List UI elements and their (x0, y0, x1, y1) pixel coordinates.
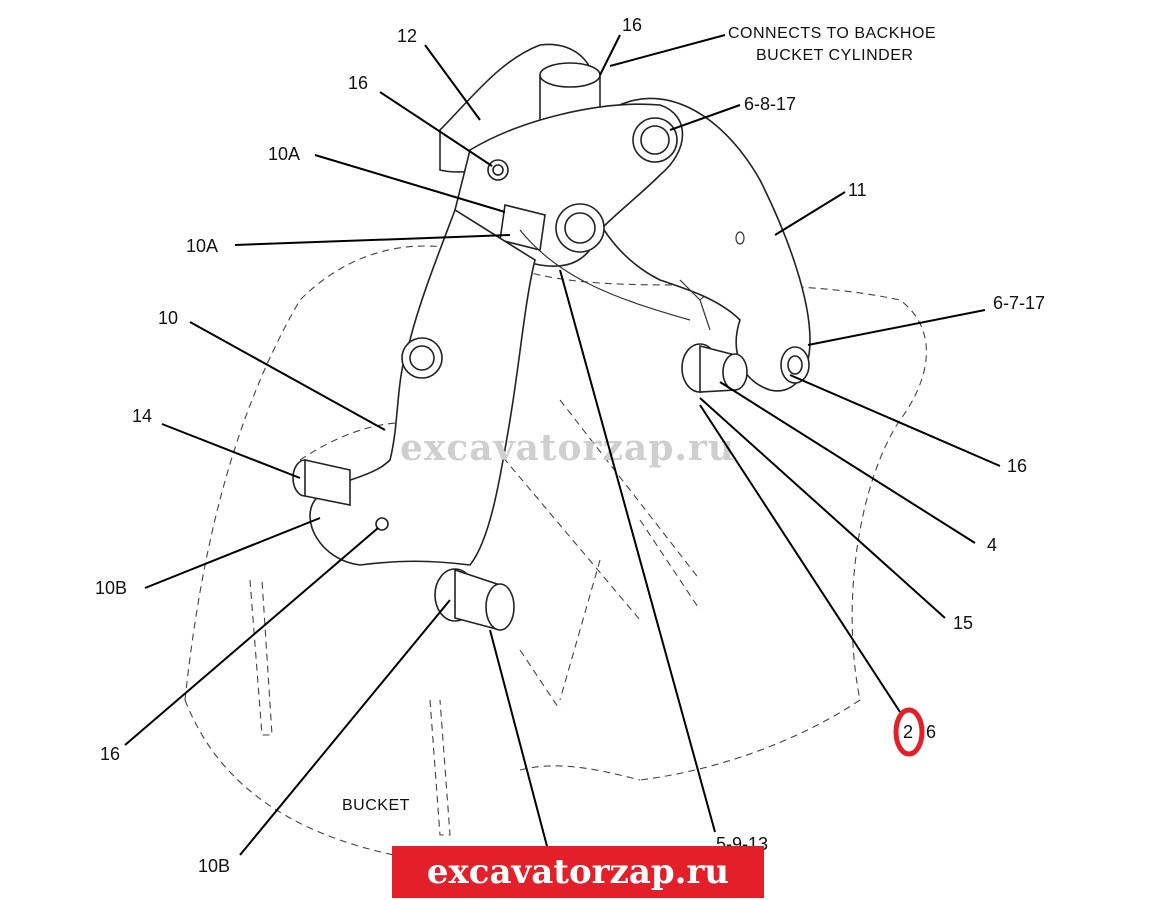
leader-12 (424, 44, 481, 121)
callout-10b-left: 10B (95, 578, 127, 598)
leader-10b-bottom (239, 599, 451, 856)
callout-11: 11 (848, 180, 867, 200)
leader-16-right (789, 374, 1001, 467)
callout-12: 12 (397, 26, 417, 46)
leader-15 (699, 397, 946, 619)
callout-2: 2 (903, 722, 913, 742)
watermark-banner-text: excavatorzap.ru (426, 852, 730, 892)
leader-11 (774, 191, 846, 236)
bucket-label: BUCKET (342, 797, 410, 814)
callout-10: 10 (158, 308, 178, 328)
leader-6-7-17 (807, 309, 986, 346)
callout-16-bottom: 16 (100, 744, 120, 764)
callout-16-left: 16 (348, 73, 368, 93)
bucket-outline (184, 239, 927, 861)
watermark-text: excavatorzap.ru (400, 427, 735, 469)
callout-6-7-17: 6-7-17 (993, 293, 1045, 313)
leader-10a-lower (234, 234, 511, 246)
leader-16-bottom (124, 527, 379, 746)
callout-15: 15 (953, 613, 973, 633)
callout-16-right: 16 (1007, 456, 1027, 476)
leader-5-9-13 (559, 269, 716, 833)
leader-5-9-13-b (489, 629, 549, 851)
leader-10 (189, 321, 386, 431)
linkage-assembly (292, 43, 811, 632)
leader-lines (124, 34, 1001, 856)
leader-6-8-17 (669, 104, 741, 131)
highlight-ring (893, 707, 925, 757)
note-line-1: CONNECTS TO BACKHOE (728, 25, 936, 42)
callout-16-top: 16 (622, 15, 642, 35)
note-line-2: BUCKET CYLINDER (756, 47, 913, 64)
callout-6-8-17: 6-8-17 (744, 94, 796, 114)
watermark-banner: excavatorzap.ru (392, 846, 764, 898)
leader-14 (161, 423, 301, 479)
leader-16-left (379, 91, 493, 167)
callout-10a-lower: 10A (186, 236, 218, 256)
leader-10a-upper (314, 154, 506, 213)
leader-4 (719, 381, 976, 544)
callout-4: 4 (987, 535, 997, 555)
callout-6: 6 (926, 722, 936, 742)
leader-2-6 (699, 404, 901, 713)
leader-note (609, 34, 726, 67)
callout-10b-bottom: 10B (198, 856, 230, 876)
leader-10b-left (144, 517, 321, 589)
callout-14: 14 (132, 406, 152, 426)
leader-16-top (599, 34, 621, 76)
callout-10a-upper: 10A (268, 144, 300, 164)
